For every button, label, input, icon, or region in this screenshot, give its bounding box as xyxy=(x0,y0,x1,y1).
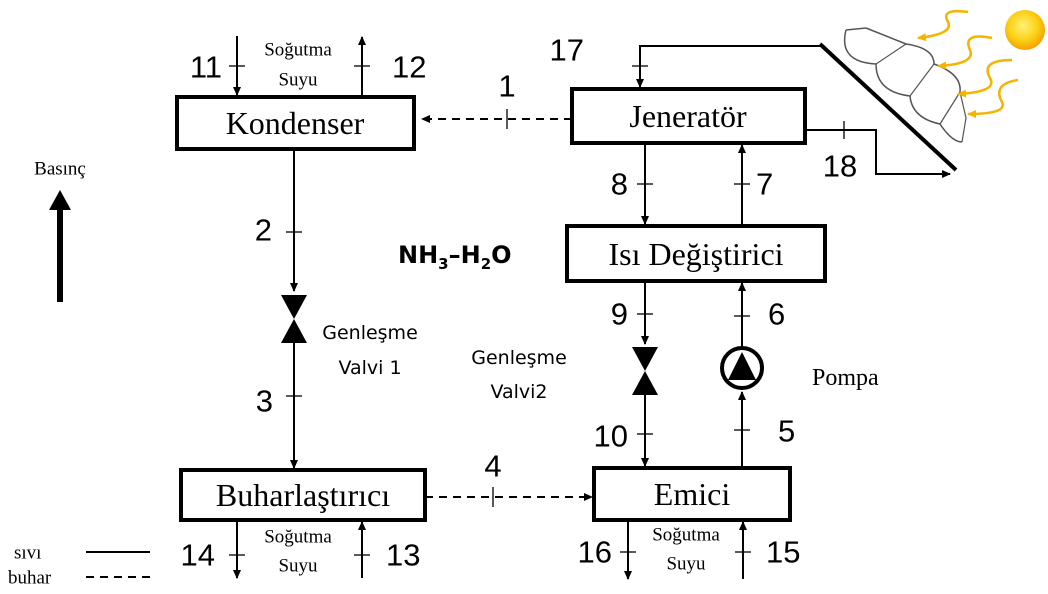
pump-label: Pompa xyxy=(812,365,879,391)
stream-2-label: 2 xyxy=(255,213,272,248)
stream-6-label: 6 xyxy=(768,297,785,332)
kondenser-cooling-line1: Soğutma xyxy=(264,40,332,61)
sun-rays-icon xyxy=(917,9,1019,118)
isi-degistirici-box: Isı Değiştirici xyxy=(565,224,827,283)
stream-13-label: 13 xyxy=(386,538,420,573)
stream-17-line xyxy=(636,45,820,88)
emici-cooling-line1: Soğutma xyxy=(652,525,720,546)
emici-box: Emici xyxy=(592,466,792,522)
stream-15-label: 15 xyxy=(766,535,800,570)
kondenser-box: Kondenser xyxy=(175,95,416,151)
stream-1-label: 1 xyxy=(498,69,515,104)
valve-1-label-line2: Valvi 1 xyxy=(338,357,401,379)
stream-4-label: 4 xyxy=(484,449,501,484)
jenerator-label: Jeneratör xyxy=(629,98,747,134)
fluid-label: NH3–H2O xyxy=(398,241,512,273)
pressure-label: Basınç xyxy=(34,159,86,180)
stream-18-label: 18 xyxy=(823,149,857,184)
emici-label: Emici xyxy=(654,476,731,512)
emici-cooling-line2: Suyu xyxy=(666,554,706,575)
legend: sıvı buhar xyxy=(8,543,152,589)
buharlastirici-cooling-line2: Suyu xyxy=(278,556,318,577)
legend-vapor-label: buhar xyxy=(8,568,52,589)
stream-16-label: 16 xyxy=(578,535,612,570)
valve-1-label-line1: Genleşme xyxy=(322,322,418,344)
sun-icon xyxy=(1005,10,1045,50)
stream-12-label: 12 xyxy=(392,50,426,85)
legend-liquid-label: sıvı xyxy=(14,543,41,564)
buharlastirici-box: Buharlaştırıcı xyxy=(179,468,427,522)
stream-17-label: 17 xyxy=(550,33,584,68)
valve-2-label-line1: Genleşme xyxy=(471,347,567,369)
isi-degistirici-label: Isı Değiştirici xyxy=(608,236,783,272)
stream-18-line xyxy=(805,129,951,178)
stream-10-label: 10 xyxy=(594,419,628,454)
pressure-arrow-icon xyxy=(49,190,71,302)
buharlastirici-cooling-line1: Soğutma xyxy=(264,527,332,548)
kondenser-cooling-line2: Suyu xyxy=(278,70,318,91)
buharlastirici-label: Buharlaştırıcı xyxy=(216,477,390,513)
stream-7-label: 7 xyxy=(756,167,773,202)
stream-9-label: 9 xyxy=(611,297,628,332)
kondenser-label: Kondenser xyxy=(226,105,365,141)
expansion-valve-2-icon xyxy=(632,347,658,395)
stream-8-label: 8 xyxy=(611,167,628,202)
stream-11-label: 11 xyxy=(190,50,222,85)
stream-14-label: 14 xyxy=(181,538,215,573)
pump-icon xyxy=(720,346,764,390)
valve-2-label-line2: Valvi2 xyxy=(490,381,547,403)
jenerator-box: Jeneratör xyxy=(570,87,807,145)
stream-5-label: 5 xyxy=(778,414,795,449)
expansion-valve-1-icon xyxy=(281,295,307,343)
stream-3-label: 3 xyxy=(256,384,273,419)
solar-collector-icon xyxy=(818,27,967,172)
